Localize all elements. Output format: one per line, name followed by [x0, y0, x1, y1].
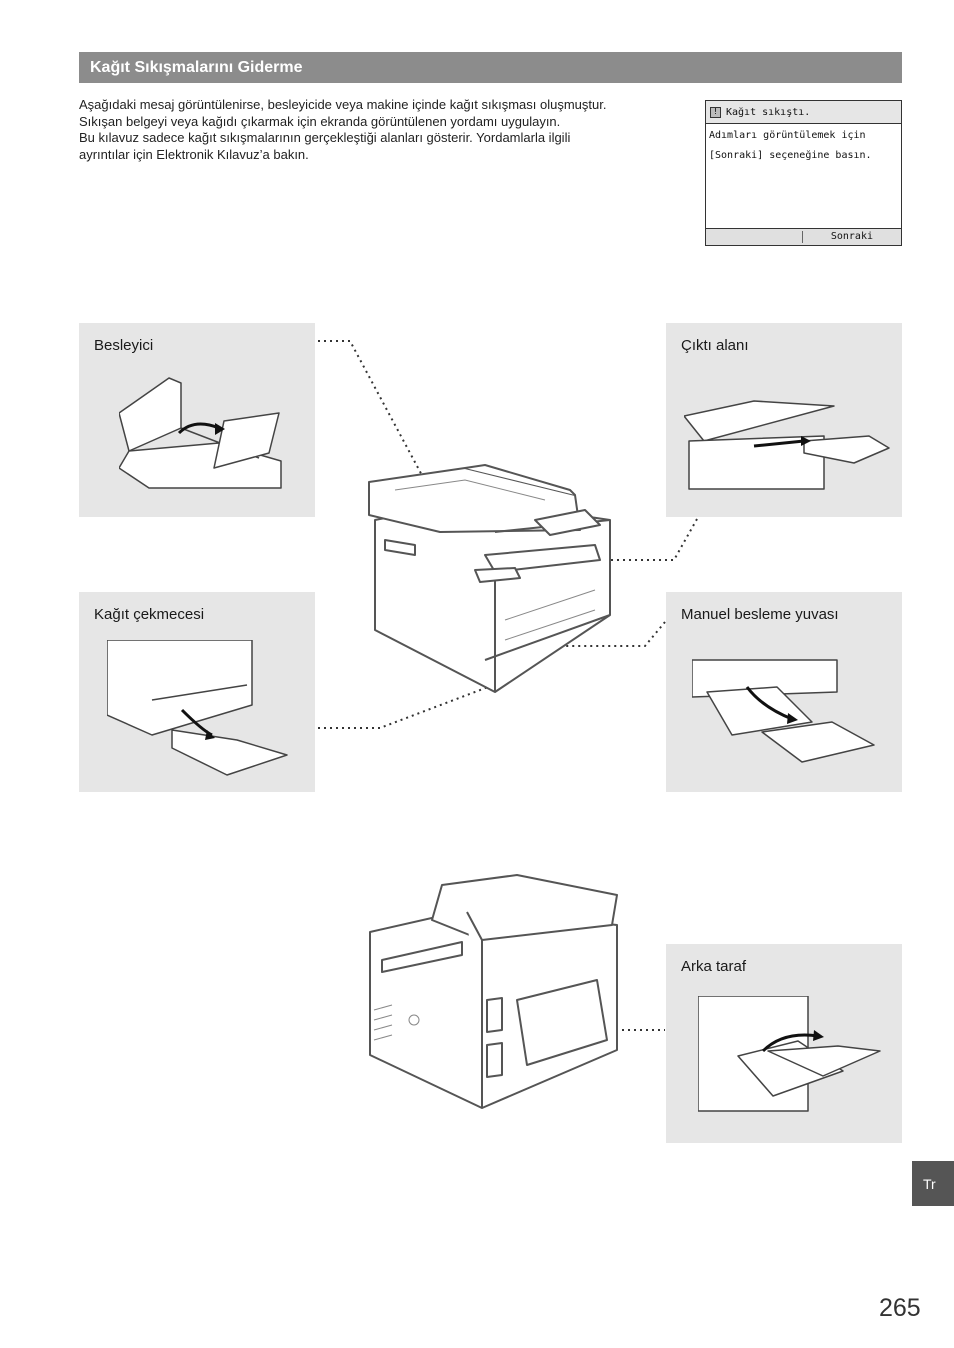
intro-line: Sıkışan belgeyi veya kağıdı çıkarmak içi… — [79, 113, 561, 129]
output-jam-illustration — [684, 400, 890, 490]
lcd-title: Kağıt sıkıştı. — [726, 106, 811, 118]
drawer-jam-illustration — [107, 640, 288, 776]
language-tab: Tr — [912, 1161, 954, 1206]
intro-text: Aşağıdaki mesaj görüntülenirse, besleyic… — [79, 97, 679, 163]
panel-label-drawer: Kağıt çekmecesi — [94, 606, 205, 623]
next-button[interactable]: Sonraki — [830, 231, 873, 242]
panel-drawer: Kağıt çekmecesi — [79, 592, 315, 792]
panel-label-manual: Manuel besleme yuvası — [681, 606, 839, 623]
intro-line: ayrıntılar için Elektronik Kılavuz’a bak… — [79, 146, 309, 162]
panel-label-feeder: Besleyici — [94, 337, 154, 354]
intro-line: Bu kılavuz sadece kağıt sıkışmalarının g… — [79, 130, 571, 145]
page-number: 265 — [879, 1294, 921, 1322]
lcd-title-bar: ! Kağıt sıkıştı. — [706, 101, 901, 124]
leader-drawer — [318, 686, 489, 729]
panel-label-output: Çıktı alanı — [681, 337, 749, 354]
lcd-message-line-2: [Sonraki] seçeneğine basın. — [709, 150, 872, 161]
panel-output: Çıktı alanı — [666, 323, 902, 517]
section-title: Kağıt Sıkışmalarını Giderme — [79, 52, 902, 83]
printer-front-illustration — [368, 464, 611, 693]
panel-label-rear: Arka taraf — [681, 958, 747, 975]
feeder-jam-illustration — [119, 377, 282, 489]
rear-jam-illustration — [698, 996, 881, 1112]
lcd-message-line-1: Adımları görüntülemek için — [709, 130, 866, 141]
lcd-divider — [802, 231, 803, 243]
leader-manual — [560, 621, 666, 647]
intro-line: Aşağıdaki mesaj görüntülenirse, besleyic… — [79, 97, 607, 112]
leader-feeder — [318, 340, 433, 495]
panel-feeder: Besleyici — [79, 323, 315, 517]
lcd-softkey-bar: Sonraki — [706, 228, 901, 245]
manual-feed-jam-illustration — [692, 659, 875, 763]
warning-icon: ! — [710, 106, 721, 118]
panel-manual: Manuel besleme yuvası — [666, 592, 902, 792]
printer-rear-illustration — [369, 874, 618, 1109]
lcd-screen: ! Kağıt sıkıştı. Adımları görüntülemek i… — [705, 100, 902, 246]
panel-rear: Arka taraf — [666, 944, 902, 1143]
